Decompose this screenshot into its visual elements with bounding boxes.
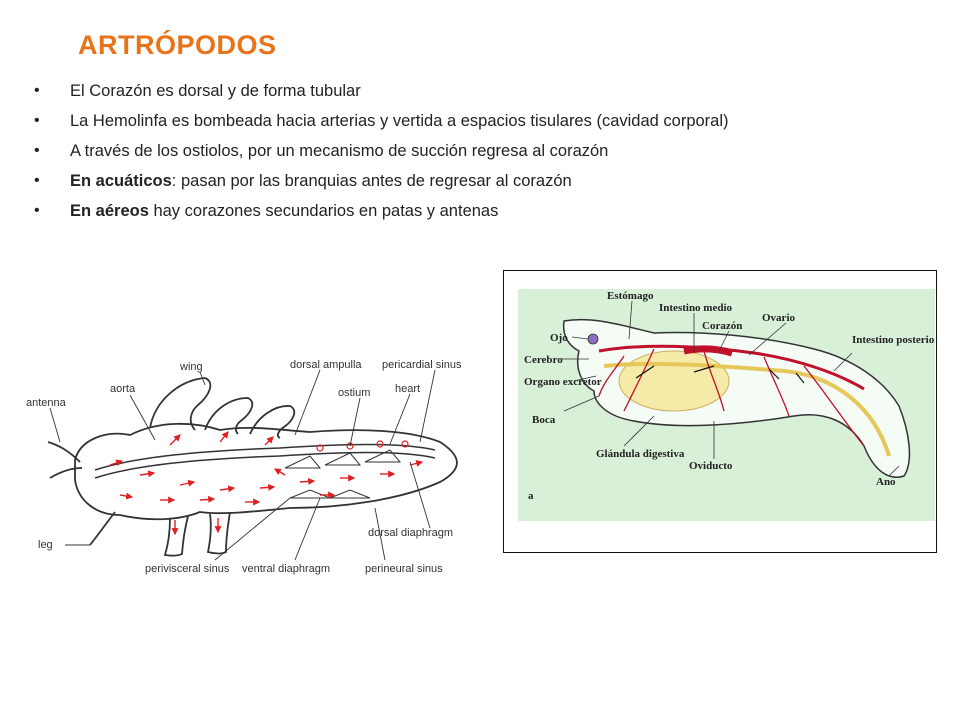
crustacean-circulation-diagram: Estómago Intestino medio Corazón Ojo Ova… <box>518 289 939 521</box>
label-heart: heart <box>395 383 420 395</box>
insect-wing <box>149 377 212 431</box>
label-intestino-medio: Intestino medio <box>659 302 733 314</box>
flow-arrows <box>635 365 805 384</box>
bullet-text: : pasan por las branquias antes de regre… <box>171 172 572 190</box>
insect-circulation-diagram: wing dorsal ampulla pericardial sinus an… <box>26 359 462 575</box>
label-corazon: Corazón <box>702 320 742 332</box>
bullet-icon: • <box>34 202 40 219</box>
label-dorsal-diaphragm: dorsal diaphragm <box>368 527 453 539</box>
bullet-icon: • <box>34 142 40 159</box>
insect-leg <box>89 511 116 546</box>
hemolymph-flow-arrows <box>109 431 424 536</box>
label-oviducto: Oviducto <box>689 460 733 472</box>
slide-title: ARTRÓPODOS <box>78 30 277 60</box>
label-panel-a: a <box>528 490 534 502</box>
bullet-item: • La Hemolinfa es bombeada hacia arterias… <box>34 108 934 138</box>
label-ovario: Ovario <box>762 312 795 324</box>
dorsal-diaphragm-fan <box>284 449 402 469</box>
insect-body-outline <box>74 422 458 521</box>
insect-antenna <box>49 467 83 479</box>
label-wing: wing <box>179 361 203 373</box>
bullet-text: El Corazón es dorsal y de forma tubular <box>70 82 361 100</box>
insect-leg <box>206 511 231 555</box>
bullet-item: • En acuáticos: pasan por las branquias a… <box>34 168 934 198</box>
label-perineural-sinus: perineural sinus <box>365 563 443 575</box>
insect-wing <box>204 397 254 435</box>
insect-leg <box>163 515 189 557</box>
insect-antenna <box>47 441 81 463</box>
digestive-gland <box>618 350 730 412</box>
crustacean-label-leaders <box>562 300 900 477</box>
bullet-icon: • <box>34 82 40 99</box>
label-ventral-diaphragm: ventral diaphragm <box>242 563 330 575</box>
label-estomago: Estómago <box>607 290 654 302</box>
label-dorsal-ampulla: dorsal ampulla <box>290 359 362 371</box>
bullet-item: • En aéreos hay corazones secundarios en … <box>34 198 934 228</box>
ostium-dots <box>316 440 409 452</box>
label-boca: Boca <box>532 414 556 426</box>
ventral-diaphragm-fan <box>289 489 371 499</box>
crustacean-figure-frame: Estómago Intestino medio Corazón Ojo Ova… <box>503 270 939 553</box>
insect-heart-tube <box>94 451 436 479</box>
heart-artery <box>598 344 865 391</box>
label-leg: leg <box>38 539 53 551</box>
label-perivisceral-sinus: perivisceral sinus <box>145 563 230 575</box>
bullet-text: A través de los ostiolos, por un mecanis… <box>70 142 609 160</box>
label-organo-excretor: Organo excretor <box>524 376 602 388</box>
bullet-item: • A través de los ostiolos, por un mecani… <box>34 138 934 168</box>
bullet-icon: • <box>34 112 40 129</box>
label-pericardial-sinus: pericardial sinus <box>382 359 462 371</box>
label-ano: Ano <box>876 476 896 488</box>
gut-tube <box>603 361 891 457</box>
label-intestino-posterior: Intestino posterior <box>852 334 935 346</box>
label-ostium: ostium <box>338 387 370 399</box>
label-ojo: Ojo <box>550 332 568 344</box>
insect-heart-tube <box>94 443 436 471</box>
bullet-item: • El Corazón es dorsal y de forma tubular <box>34 78 934 108</box>
heart <box>683 345 734 357</box>
label-leaders <box>49 369 436 561</box>
label-aorta: aorta <box>110 383 136 395</box>
label-antenna: antenna <box>26 397 67 409</box>
bullet-list: • El Corazón es dorsal y de forma tubular… <box>34 78 934 228</box>
artery-branches <box>598 348 865 447</box>
label-cerebro: Cerebro <box>524 354 563 366</box>
bullet-bold: En aéreos <box>70 202 149 220</box>
bullet-icon: • <box>34 172 40 189</box>
bullet-bold: En acuáticos <box>70 172 172 190</box>
bullet-text: hay corazones secundarios en patas y ant… <box>148 202 499 220</box>
insect-wing <box>249 405 296 439</box>
bullet-text: La Hemolinfa es bombeada hacia arterias … <box>70 112 729 130</box>
label-glandula-digestiva: Glándula digestiva <box>596 448 685 460</box>
eye-icon <box>587 333 599 345</box>
